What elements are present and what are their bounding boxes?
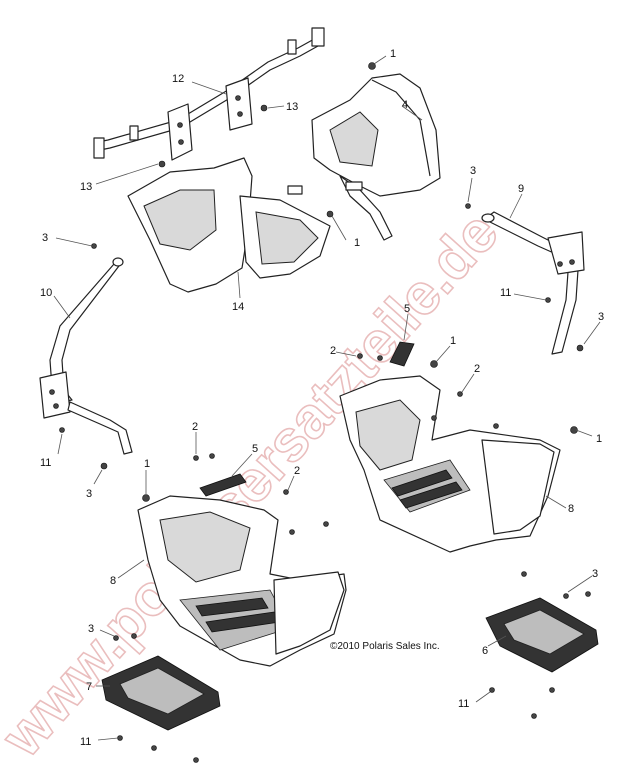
- part-8-right-footwell[interactable]: [339, 375, 561, 553]
- callout-2: 2: [192, 421, 198, 433]
- callout-13: 13: [80, 181, 92, 193]
- callout-2: 2: [294, 465, 300, 477]
- callout-5: 5: [404, 303, 410, 315]
- callout-11: 11: [40, 457, 51, 469]
- part-5-lower-tread[interactable]: [199, 473, 247, 497]
- copyright-text: ©2010 Polaris Sales Inc.: [330, 641, 440, 652]
- callout-11: 11: [458, 698, 469, 710]
- part-4-right-fender[interactable]: [311, 73, 441, 241]
- part-6-right-mat[interactable]: [485, 597, 599, 673]
- callout-3: 3: [592, 568, 598, 580]
- callout-1: 1: [390, 48, 396, 60]
- callout-11: 11: [500, 287, 511, 299]
- callout-9: 9: [518, 183, 524, 195]
- part-7-left-mat[interactable]: [101, 655, 221, 731]
- part-12-harness[interactable]: [93, 27, 325, 161]
- part-14-left-fender[interactable]: [127, 157, 331, 293]
- callout-10: 10: [40, 287, 52, 299]
- callout-4: 4: [402, 99, 408, 111]
- callout-1: 1: [596, 433, 602, 445]
- part-8-left-footwell[interactable]: [137, 495, 347, 667]
- callout-6: 6: [482, 645, 488, 657]
- callout-3: 3: [470, 165, 476, 177]
- callout-14: 14: [232, 301, 244, 313]
- leader-lines: [53, 55, 601, 741]
- callout-5: 5: [252, 443, 258, 455]
- part-5-upper-tread[interactable]: [389, 341, 415, 367]
- callout-3: 3: [598, 311, 604, 323]
- callout-8: 8: [110, 575, 116, 587]
- callout-1: 1: [144, 458, 150, 470]
- callout-8: 8: [568, 503, 574, 515]
- part-9-right-bar[interactable]: [481, 211, 585, 355]
- fasteners: [59, 62, 591, 763]
- callout-labels: 1 12 13 4 13 3 9 1 3 10 14 11 3 5 2 1 2 …: [40, 48, 604, 748]
- callout-11: 11: [80, 736, 91, 748]
- callout-2: 2: [330, 345, 336, 357]
- callout-1: 1: [354, 237, 360, 249]
- callout-3: 3: [42, 232, 48, 244]
- callout-12: 12: [172, 73, 184, 85]
- callout-2: 2: [474, 363, 480, 375]
- callout-3: 3: [86, 488, 92, 500]
- callout-1: 1: [450, 335, 456, 347]
- callout-3: 3: [88, 623, 94, 635]
- callout-7: 7: [86, 681, 92, 693]
- part-10-left-bar[interactable]: [39, 257, 133, 455]
- callout-13: 13: [286, 101, 298, 113]
